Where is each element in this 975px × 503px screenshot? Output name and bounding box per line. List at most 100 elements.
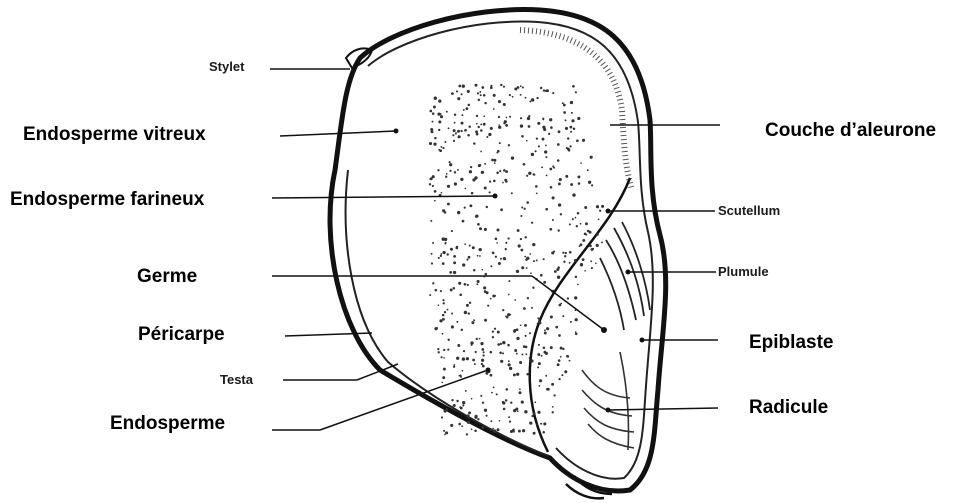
stipple-dot [438,304,440,306]
stipple-dot [463,350,465,352]
stipple-dot [519,361,522,364]
stipple-dot [551,251,554,254]
stipple-dot [470,166,472,168]
stipple-dot [575,276,577,278]
stipple-dot [536,137,538,139]
stipple-dot [589,231,592,234]
dot-scutellum [606,209,611,214]
stipple-dot [516,328,519,331]
stipple-dot [481,86,484,89]
stipple-dot [453,404,456,407]
stipple-dot [577,175,580,178]
stipple-dot [550,186,553,189]
stipple-dot [561,374,563,376]
stipple-dot [525,346,528,349]
stipple-dot [488,133,491,136]
stipple-dot [563,111,566,114]
stipple-dot [475,84,478,87]
stipple-dot [442,251,445,254]
leader-endosperme-2 [320,370,488,430]
stipple-dot [508,294,510,296]
stipple-dot [532,287,534,289]
stipple-dot [479,248,482,251]
stipple-dot [529,332,531,334]
stipple-dot [454,122,456,124]
stipple-dot [449,161,451,163]
stipple-dot [589,245,592,248]
stipple-dot [557,159,560,162]
stipple-dot [576,225,578,227]
stipple-dot [461,425,463,427]
stipple-dot [527,117,530,120]
stipple-dot [531,153,534,156]
stipple-dot [546,327,549,330]
stipple-dot [490,298,492,300]
germ-boundary [530,178,630,452]
stipple-dot [572,85,575,88]
stipple-dot [455,133,457,135]
stipple-dot [537,122,540,125]
stipple-dot [522,86,524,88]
stipple-dot [437,113,440,116]
stipple-dot [567,137,569,139]
stipple-dot [530,272,532,274]
stipple-dot [430,177,433,180]
stipple-dot [565,119,567,121]
stipple-dot [570,101,573,104]
stipple-dot [536,424,538,426]
stipple-dot [515,408,518,411]
stipple-dot [569,223,571,225]
stipple-dot [494,295,496,297]
stipple-dot [570,126,573,129]
stipple-dot [535,150,537,152]
stipple-dot [550,126,553,129]
stipple-dot [516,270,519,273]
stipple-dot [505,399,508,402]
stipple-dot [569,251,572,254]
stipple-dot [464,283,467,286]
stipple-dot [503,169,506,172]
stipple-dot [502,401,505,404]
stipple-dot [486,206,488,208]
stipple-dot [599,210,601,212]
stipple-dot [521,266,524,269]
stipple-dot [574,296,577,299]
stipple-dot [463,109,465,111]
stipple-dot [469,204,472,207]
stipple-dot [502,182,504,184]
stipple-dot [432,282,434,284]
stipple-dot [451,313,453,315]
stipple-dot [429,294,431,296]
stipple-dot [500,343,502,345]
stipple-dot [565,175,568,178]
stipple-dot [481,363,483,365]
stipple-dot [461,114,463,116]
stipple-dot [567,148,570,151]
stipple-dot [473,319,475,321]
inner-left-outline [346,170,548,456]
stipple-dot [500,360,503,363]
stipple-dot [468,312,470,314]
stipple-dot [529,421,532,424]
stipple-dot [548,133,550,135]
stipple-dot [509,367,512,370]
stipple-dot [565,127,568,130]
stipple-dot [539,385,541,387]
stipple-dot [430,220,432,222]
stipple-dot [519,388,521,390]
stipple-dot [440,115,443,118]
stipple-dot [445,408,448,411]
stipple-dot [532,243,535,246]
label-germe: Germe [137,267,197,286]
stipple-dot [573,128,576,131]
stipple-dot [536,97,538,99]
stipple-dot [494,162,496,164]
stipple-dot [484,186,487,189]
stipple-dot [443,368,446,371]
stipple-dot [442,147,444,149]
stipple-dot [552,219,554,221]
stipple-dot [505,242,507,244]
label-endosperme-farineux: Endosperme farineux [10,190,204,209]
stipple-dot [551,383,554,386]
